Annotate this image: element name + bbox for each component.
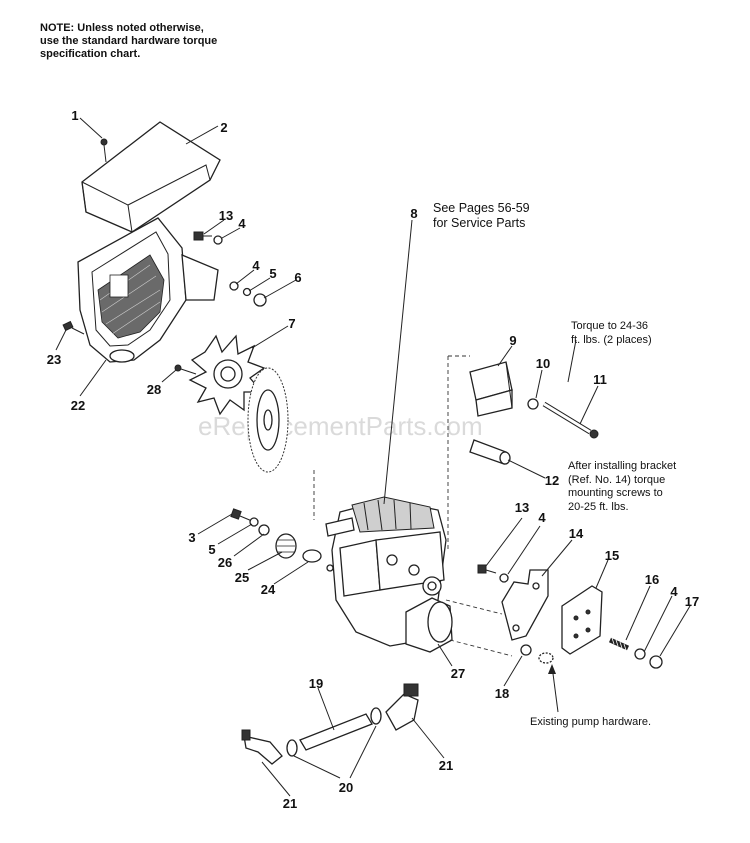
nut-17 — [649, 655, 663, 669]
clamp-20 — [286, 707, 382, 757]
part-number-21: 21 — [439, 758, 453, 773]
part-number-23: 23 — [47, 352, 61, 367]
washer-26 — [258, 524, 270, 536]
bolt-3 — [230, 508, 253, 522]
part-number-18: 18 — [495, 686, 509, 701]
fitting-21-left — [241, 729, 283, 765]
part-number-4: 4 — [538, 510, 546, 525]
part-number-4: 4 — [670, 584, 678, 599]
part-number-20: 20 — [339, 780, 353, 795]
part-number-8: 8 — [410, 206, 417, 221]
part-number-24: 24 — [261, 582, 276, 597]
part-number-22: 22 — [71, 398, 85, 413]
part-number-27: 27 — [451, 666, 465, 681]
hydrostatic-pump — [313, 470, 453, 653]
part-number-2: 2 — [220, 120, 227, 135]
part-number-7: 7 — [288, 316, 295, 331]
watermark: eReplacementParts.com — [198, 411, 483, 441]
bolt-13-lower — [477, 564, 509, 583]
part-number-4: 4 — [238, 216, 246, 231]
bolt-16 — [608, 637, 630, 651]
part-number-11: 11 — [593, 372, 607, 387]
service-parts-callout: See Pages 56-59 for Service Parts — [433, 201, 530, 230]
pump-hardware-callout: Existing pump hardware. — [530, 716, 652, 728]
mount-block-9 — [469, 361, 513, 417]
torque-rod-callout: Torque to 24-36 ft. lbs. (2 places) — [571, 320, 652, 346]
part-number-26: 26 — [218, 555, 232, 570]
part-number-17: 17 — [685, 594, 699, 609]
plate-15 — [561, 585, 603, 655]
part-number-3: 3 — [188, 530, 195, 545]
spacer-12 — [469, 439, 511, 465]
hose-19 — [299, 713, 373, 751]
torque-note: NOTE: Unless noted otherwise, use the st… — [40, 22, 217, 61]
part-number-12: 12 — [545, 473, 559, 488]
screw-23 — [62, 320, 85, 335]
part-number-labels: 1 2 13 4 4 5 6 23 22 7 28 8 9 10 11 12 3… — [47, 108, 699, 811]
cooling-fan — [188, 334, 266, 416]
part-number-15: 15 — [605, 548, 619, 563]
nut-10 — [527, 398, 539, 410]
part-number-9: 9 — [509, 333, 516, 348]
existing-hardware — [538, 652, 554, 664]
rod-11 — [542, 401, 599, 439]
nut-18 — [520, 644, 532, 656]
part-number-6: 6 — [294, 270, 301, 285]
leader-lines — [55, 117, 691, 797]
part-number-1: 1 — [71, 108, 78, 123]
note-line: use the standard hardware torque — [40, 35, 218, 47]
part-number-13: 13 — [219, 208, 233, 223]
screw-13-upper — [193, 231, 223, 245]
o-ring-24 — [302, 549, 322, 563]
pulley-gear — [247, 367, 289, 473]
washer-nut-stack — [229, 281, 267, 307]
part-number-14: 14 — [569, 526, 584, 541]
cover-plate — [81, 121, 221, 233]
note-line: NOTE: Unless noted otherwise, — [40, 22, 204, 34]
part-number-5: 5 — [269, 266, 276, 281]
part-number-10: 10 — [536, 356, 550, 371]
coupler-25 — [275, 533, 297, 559]
part-number-19: 19 — [309, 676, 323, 691]
part-number-21: 21 — [283, 796, 297, 811]
bracket-14 — [445, 569, 549, 657]
note-line: specification chart. — [40, 48, 141, 60]
part-number-25: 25 — [235, 570, 249, 585]
fitting-21-right — [385, 683, 419, 731]
blower-housing — [77, 217, 219, 363]
part-number-4: 4 — [252, 258, 260, 273]
screw-28 — [174, 364, 197, 375]
part-number-16: 16 — [645, 572, 659, 587]
part-number-13: 13 — [515, 500, 529, 515]
part-number-28: 28 — [147, 382, 161, 397]
bracket-torque-callout: After installing bracket (Ref. No. 14) t… — [568, 460, 677, 513]
washer-4-right — [634, 648, 646, 660]
part-number-5: 5 — [208, 542, 215, 557]
